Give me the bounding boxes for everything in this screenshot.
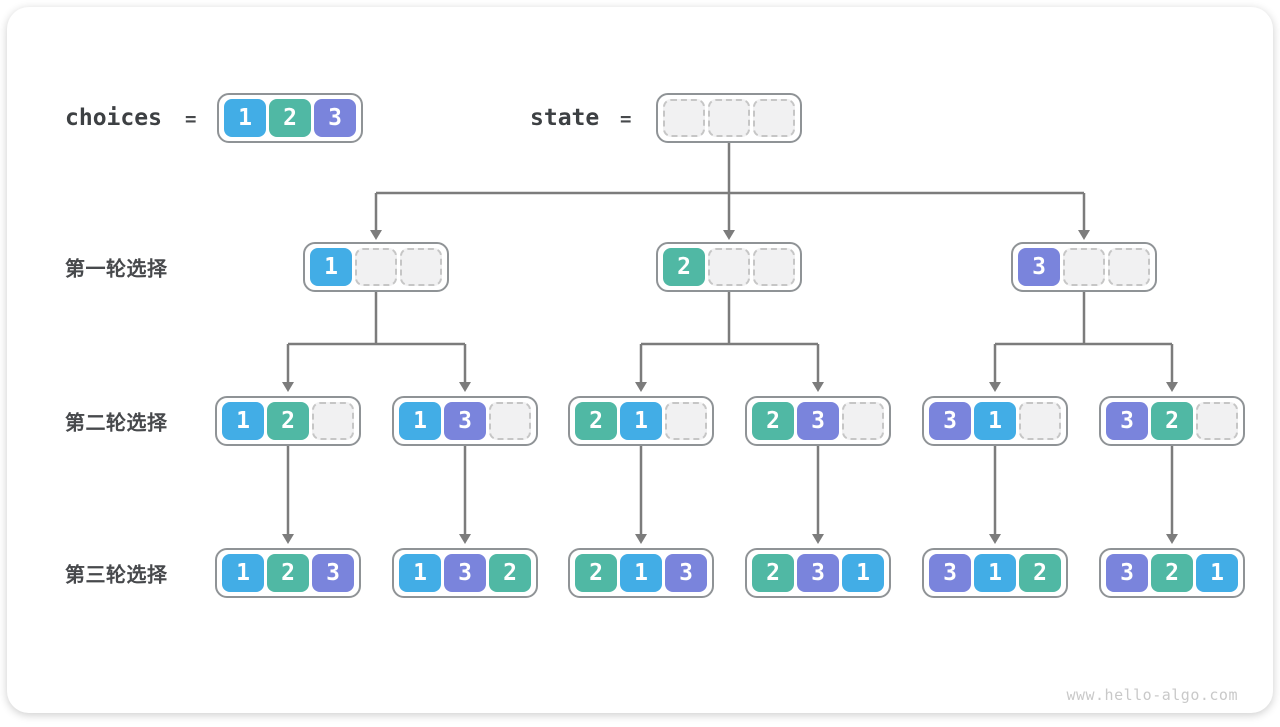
empty-slot-cell bbox=[708, 99, 750, 137]
watermark: www.hello-algo.com bbox=[1066, 686, 1238, 704]
state-node-round1-1: 1 bbox=[303, 242, 449, 292]
value-cell: 1 bbox=[310, 248, 352, 286]
value-cell: 3 bbox=[929, 402, 971, 440]
choices-label: choices bbox=[65, 105, 162, 131]
empty-slot-cell bbox=[400, 248, 442, 286]
value-cell: 2 bbox=[575, 554, 617, 592]
value-cell: 2 bbox=[1151, 554, 1193, 592]
empty-slot-cell bbox=[1063, 248, 1105, 286]
value-cell: 2 bbox=[752, 402, 794, 440]
empty-slot-cell bbox=[312, 402, 354, 440]
value-cell: 3 bbox=[444, 554, 486, 592]
value-cell: 2 bbox=[489, 554, 531, 592]
row-label-round-2: 第二轮选择 bbox=[65, 412, 168, 435]
state-box bbox=[656, 93, 802, 143]
value-cell: 2 bbox=[663, 248, 705, 286]
empty-slot-cell bbox=[708, 248, 750, 286]
value-cell: 3 bbox=[797, 402, 839, 440]
value-cell: 1 bbox=[842, 554, 884, 592]
value-cell: 1 bbox=[399, 554, 441, 592]
value-cell: 3 bbox=[314, 99, 356, 137]
value-cell: 3 bbox=[665, 554, 707, 592]
value-cell: 1 bbox=[1196, 554, 1238, 592]
value-cell: 2 bbox=[1019, 554, 1061, 592]
value-cell: 2 bbox=[269, 99, 311, 137]
value-cell: 3 bbox=[1018, 248, 1060, 286]
choices-equals-sign: = bbox=[185, 108, 197, 130]
empty-slot-cell bbox=[753, 248, 795, 286]
empty-slot-cell bbox=[1019, 402, 1061, 440]
value-cell: 2 bbox=[575, 402, 617, 440]
state-equals-sign: = bbox=[620, 108, 632, 130]
value-cell: 1 bbox=[620, 402, 662, 440]
value-cell: 3 bbox=[929, 554, 971, 592]
empty-slot-cell bbox=[665, 402, 707, 440]
value-cell: 2 bbox=[1151, 402, 1193, 440]
state-node-round1-2: 2 bbox=[656, 242, 802, 292]
value-cell: 3 bbox=[797, 554, 839, 592]
value-cell: 3 bbox=[444, 402, 486, 440]
empty-slot-cell bbox=[753, 99, 795, 137]
state-label: state bbox=[530, 105, 600, 131]
value-cell: 1 bbox=[974, 402, 1016, 440]
value-cell: 3 bbox=[312, 554, 354, 592]
value-cell: 1 bbox=[399, 402, 441, 440]
empty-slot-cell bbox=[842, 402, 884, 440]
value-cell: 3 bbox=[1106, 554, 1148, 592]
state-node-round1-3: 3 bbox=[1011, 242, 1157, 292]
value-cell: 3 bbox=[1106, 402, 1148, 440]
empty-slot-cell bbox=[663, 99, 705, 137]
tree-connector-arrows bbox=[282, 143, 1178, 544]
empty-slot-cell bbox=[1108, 248, 1150, 286]
value-cell: 2 bbox=[752, 554, 794, 592]
row-label-round-3: 第三轮选择 bbox=[65, 564, 168, 587]
value-cell: 1 bbox=[224, 99, 266, 137]
value-cell: 1 bbox=[974, 554, 1016, 592]
value-cell: 1 bbox=[222, 554, 264, 592]
row-label-round-1: 第一轮选择 bbox=[65, 258, 168, 281]
value-cell: 2 bbox=[267, 402, 309, 440]
value-cell: 2 bbox=[267, 554, 309, 592]
empty-slot-cell bbox=[1196, 402, 1238, 440]
empty-slot-cell bbox=[355, 248, 397, 286]
value-cell: 1 bbox=[620, 554, 662, 592]
empty-slot-cell bbox=[489, 402, 531, 440]
value-cell: 1 bbox=[222, 402, 264, 440]
